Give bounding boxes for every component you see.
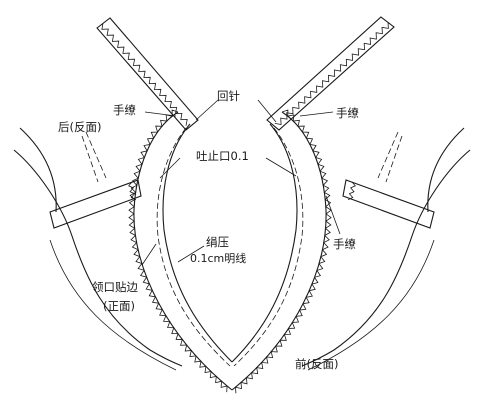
shoulder-strip-left	[96, 17, 199, 131]
back-body-left	[13, 127, 183, 371]
leader-lines	[141, 99, 341, 266]
neckline-facing	[128, 109, 332, 394]
label-tuzhikou: 吐止口0.1	[196, 149, 249, 163]
label-hou: 后(反面)	[58, 120, 101, 134]
label-shouliao-right-top: 手缭	[336, 106, 359, 120]
front-body-right	[301, 127, 471, 371]
label-shouliao-right-bottom: 手缭	[333, 237, 356, 251]
label-lingkou-1: 领口贴边	[92, 280, 138, 294]
shoulder-strip-right	[266, 16, 395, 131]
labels: 回针 手缭 手缭 后(反面) 吐止口0.1 手缭 绢压 0.1cm明线 领口贴边…	[58, 89, 359, 371]
label-huizhen: 回针	[217, 89, 240, 103]
label-juya-1: 绢压	[206, 235, 229, 249]
label-qian: 前(反面)	[295, 357, 338, 371]
label-shouliao-left: 手缭	[113, 103, 136, 117]
label-lingkou-2: (正面)	[103, 299, 135, 313]
label-juya-2: 0.1cm明线	[190, 251, 246, 265]
